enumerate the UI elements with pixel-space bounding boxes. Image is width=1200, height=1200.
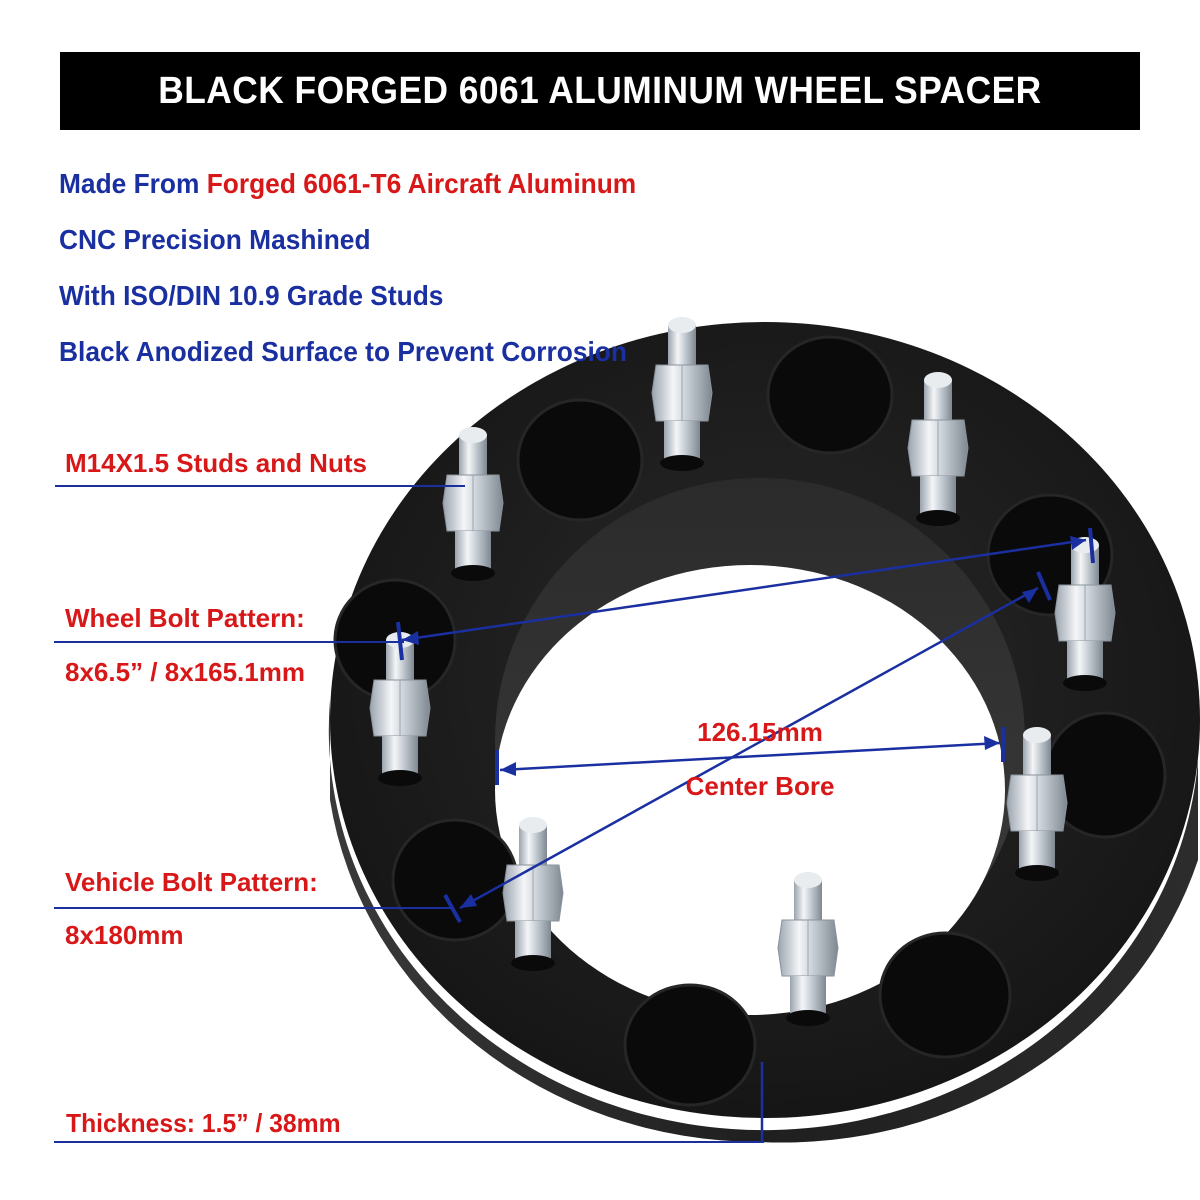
feature-material-prefix: Made From bbox=[59, 168, 207, 199]
thickness-leader-line bbox=[54, 1141, 764, 1143]
wheel-bolt-pattern-leader-line bbox=[54, 641, 404, 643]
feature-anodized: Black Anodized Surface to Prevent Corros… bbox=[59, 336, 627, 368]
feature-studs-grade: With ISO/DIN 10.9 Grade Studs bbox=[59, 280, 443, 312]
feature-cnc: CNC Precision Mashined bbox=[59, 224, 371, 256]
thickness-label: Thickness: 1.5” / 38mm bbox=[66, 1108, 341, 1138]
vehicle-bolt-pattern-label: Vehicle Bolt Pattern: bbox=[65, 867, 318, 897]
feature-cnc-text: CNC Precision Mashined bbox=[59, 224, 371, 255]
feature-studs-grade-text: With ISO/DIN 10.9 Grade Studs bbox=[59, 280, 444, 311]
title-banner: BLACK FORGED 6061 ALUMINUM WHEEL SPACER bbox=[60, 52, 1140, 130]
studs-label: M14X1.5 Studs and Nuts bbox=[65, 448, 367, 478]
vehicle-bolt-pattern-value: 8x180mm bbox=[65, 920, 184, 950]
feature-material: Made From Forged 6061-T6 Aircraft Alumin… bbox=[59, 168, 636, 200]
title-text: BLACK FORGED 6061 ALUMINUM WHEEL SPACER bbox=[158, 69, 1042, 112]
feature-material-highlight: Forged 6061-T6 Aircraft Aluminum bbox=[206, 168, 637, 199]
center-bore-value: 126.15mm bbox=[697, 717, 823, 747]
vehicle-bolt-pattern-leader-line bbox=[54, 907, 454, 909]
studs-leader-line bbox=[55, 485, 465, 487]
feature-anodized-text: Black Anodized Surface to Prevent Corros… bbox=[59, 336, 627, 367]
center-bore-label: Center Bore bbox=[685, 771, 835, 801]
wheel-bolt-pattern-value: 8x6.5” / 8x165.1mm bbox=[65, 657, 305, 687]
wheel-bolt-pattern-label: Wheel Bolt Pattern: bbox=[65, 603, 305, 633]
